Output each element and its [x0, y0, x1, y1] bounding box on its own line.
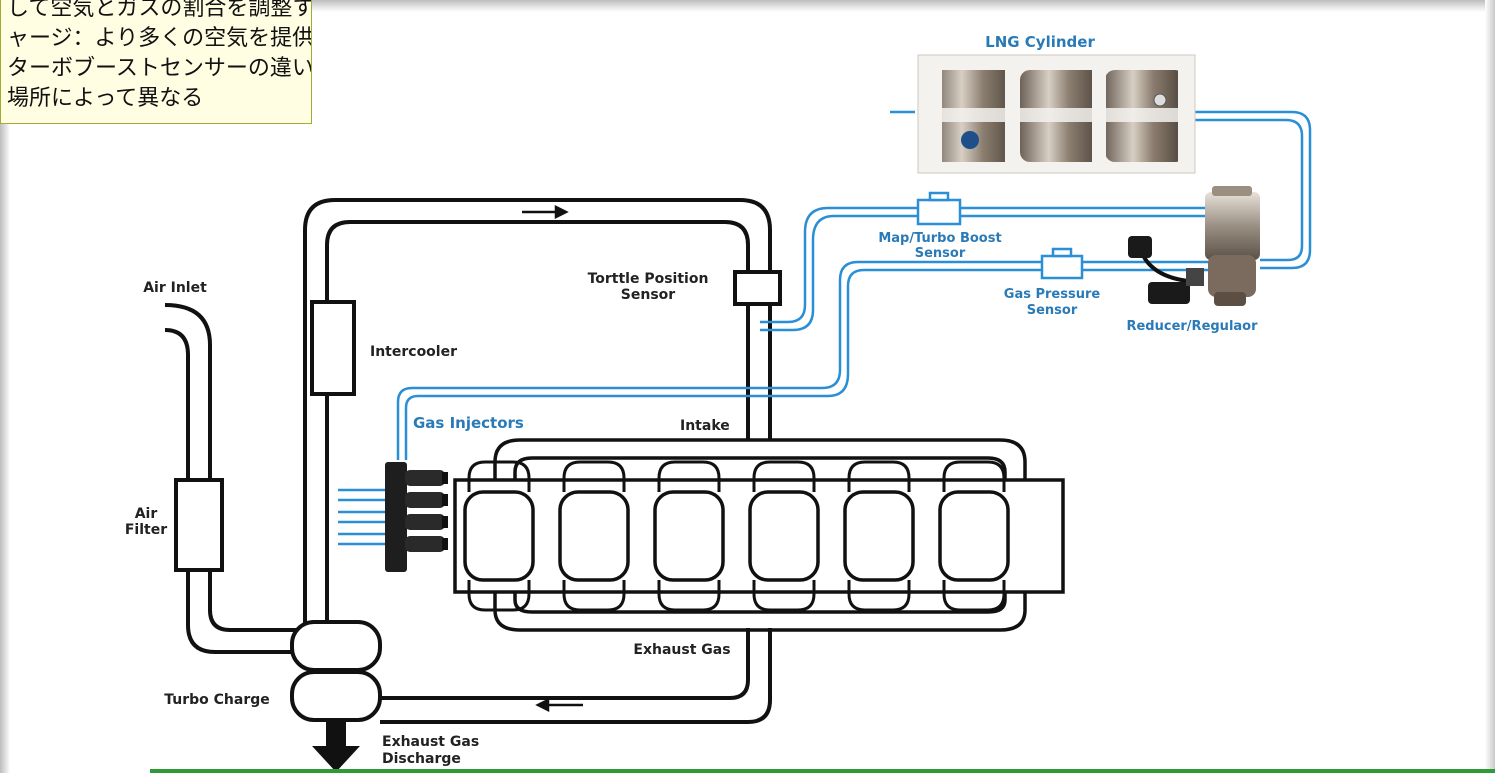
air-filter-label-2: Filter [125, 522, 167, 538]
turbo-charge-label: Turbo Charge [164, 692, 270, 708]
throttle-sensor-label-2: Sensor [621, 287, 675, 303]
engine-cylinder [465, 492, 533, 580]
note-line: ャージ：より多くの空気を提供する [7, 24, 311, 54]
throttle-sensor-box [735, 272, 780, 304]
gas-pressure-sensor-label-1: Gas Pressure [1004, 287, 1101, 302]
exhaust-discharge-arrow [312, 720, 360, 772]
exhaust-discharge-label-1: Exhaust Gas [382, 734, 479, 750]
note-line: して空気とガスの割合を調整する [7, 0, 311, 24]
gas-pressure-sensor-label-2: Sensor [1027, 303, 1078, 318]
exhaust-gas-label: Exhaust Gas [633, 642, 730, 658]
note-line: ターボブーストセンサーの違い [7, 54, 311, 84]
lng-cylinder-image [918, 55, 1195, 173]
gas-pressure-sensor [1042, 249, 1082, 278]
air-inlet-label: Air Inlet [143, 280, 207, 296]
air-filter-label-1: Air [135, 506, 158, 522]
turbo-charger [292, 622, 380, 720]
reducer-regulator-label: Reducer/Regulaor [1126, 319, 1258, 334]
air-filter-box [176, 480, 222, 570]
engine-cylinder [845, 492, 913, 580]
gas-injector-rail [385, 462, 448, 572]
map-turbo-boost-sensor [918, 193, 960, 224]
map-turbo-sensor-label-2: Sensor [915, 246, 966, 261]
comment-note-box[interactable]: して空気とガスの割合を調整する ャージ：より多くの空気を提供する ターボブースト… [0, 0, 312, 124]
gas-injectors-label: Gas Injectors [413, 414, 524, 432]
lng-cylinder-label: LNG Cylinder [985, 33, 1095, 51]
intake-label: Intake [680, 418, 730, 434]
intercooler-label: Intercooler [370, 344, 457, 360]
engine-cylinder [655, 492, 723, 580]
throttle-sensor-label-1: Torttle Position [588, 271, 709, 287]
intercooler-box [312, 302, 354, 394]
exhaust-discharge-label-2: Discharge [382, 751, 461, 767]
map-turbo-sensor-label-1: Map/Turbo Boost [878, 231, 1001, 246]
note-line: 場所によって異なる [7, 84, 311, 114]
reducer-regulator-image [1128, 186, 1260, 306]
engine-cylinder [940, 492, 1008, 580]
engine-cylinder [750, 492, 818, 580]
bottom-accent-strip [150, 769, 1495, 773]
engine-cylinder [560, 492, 628, 580]
